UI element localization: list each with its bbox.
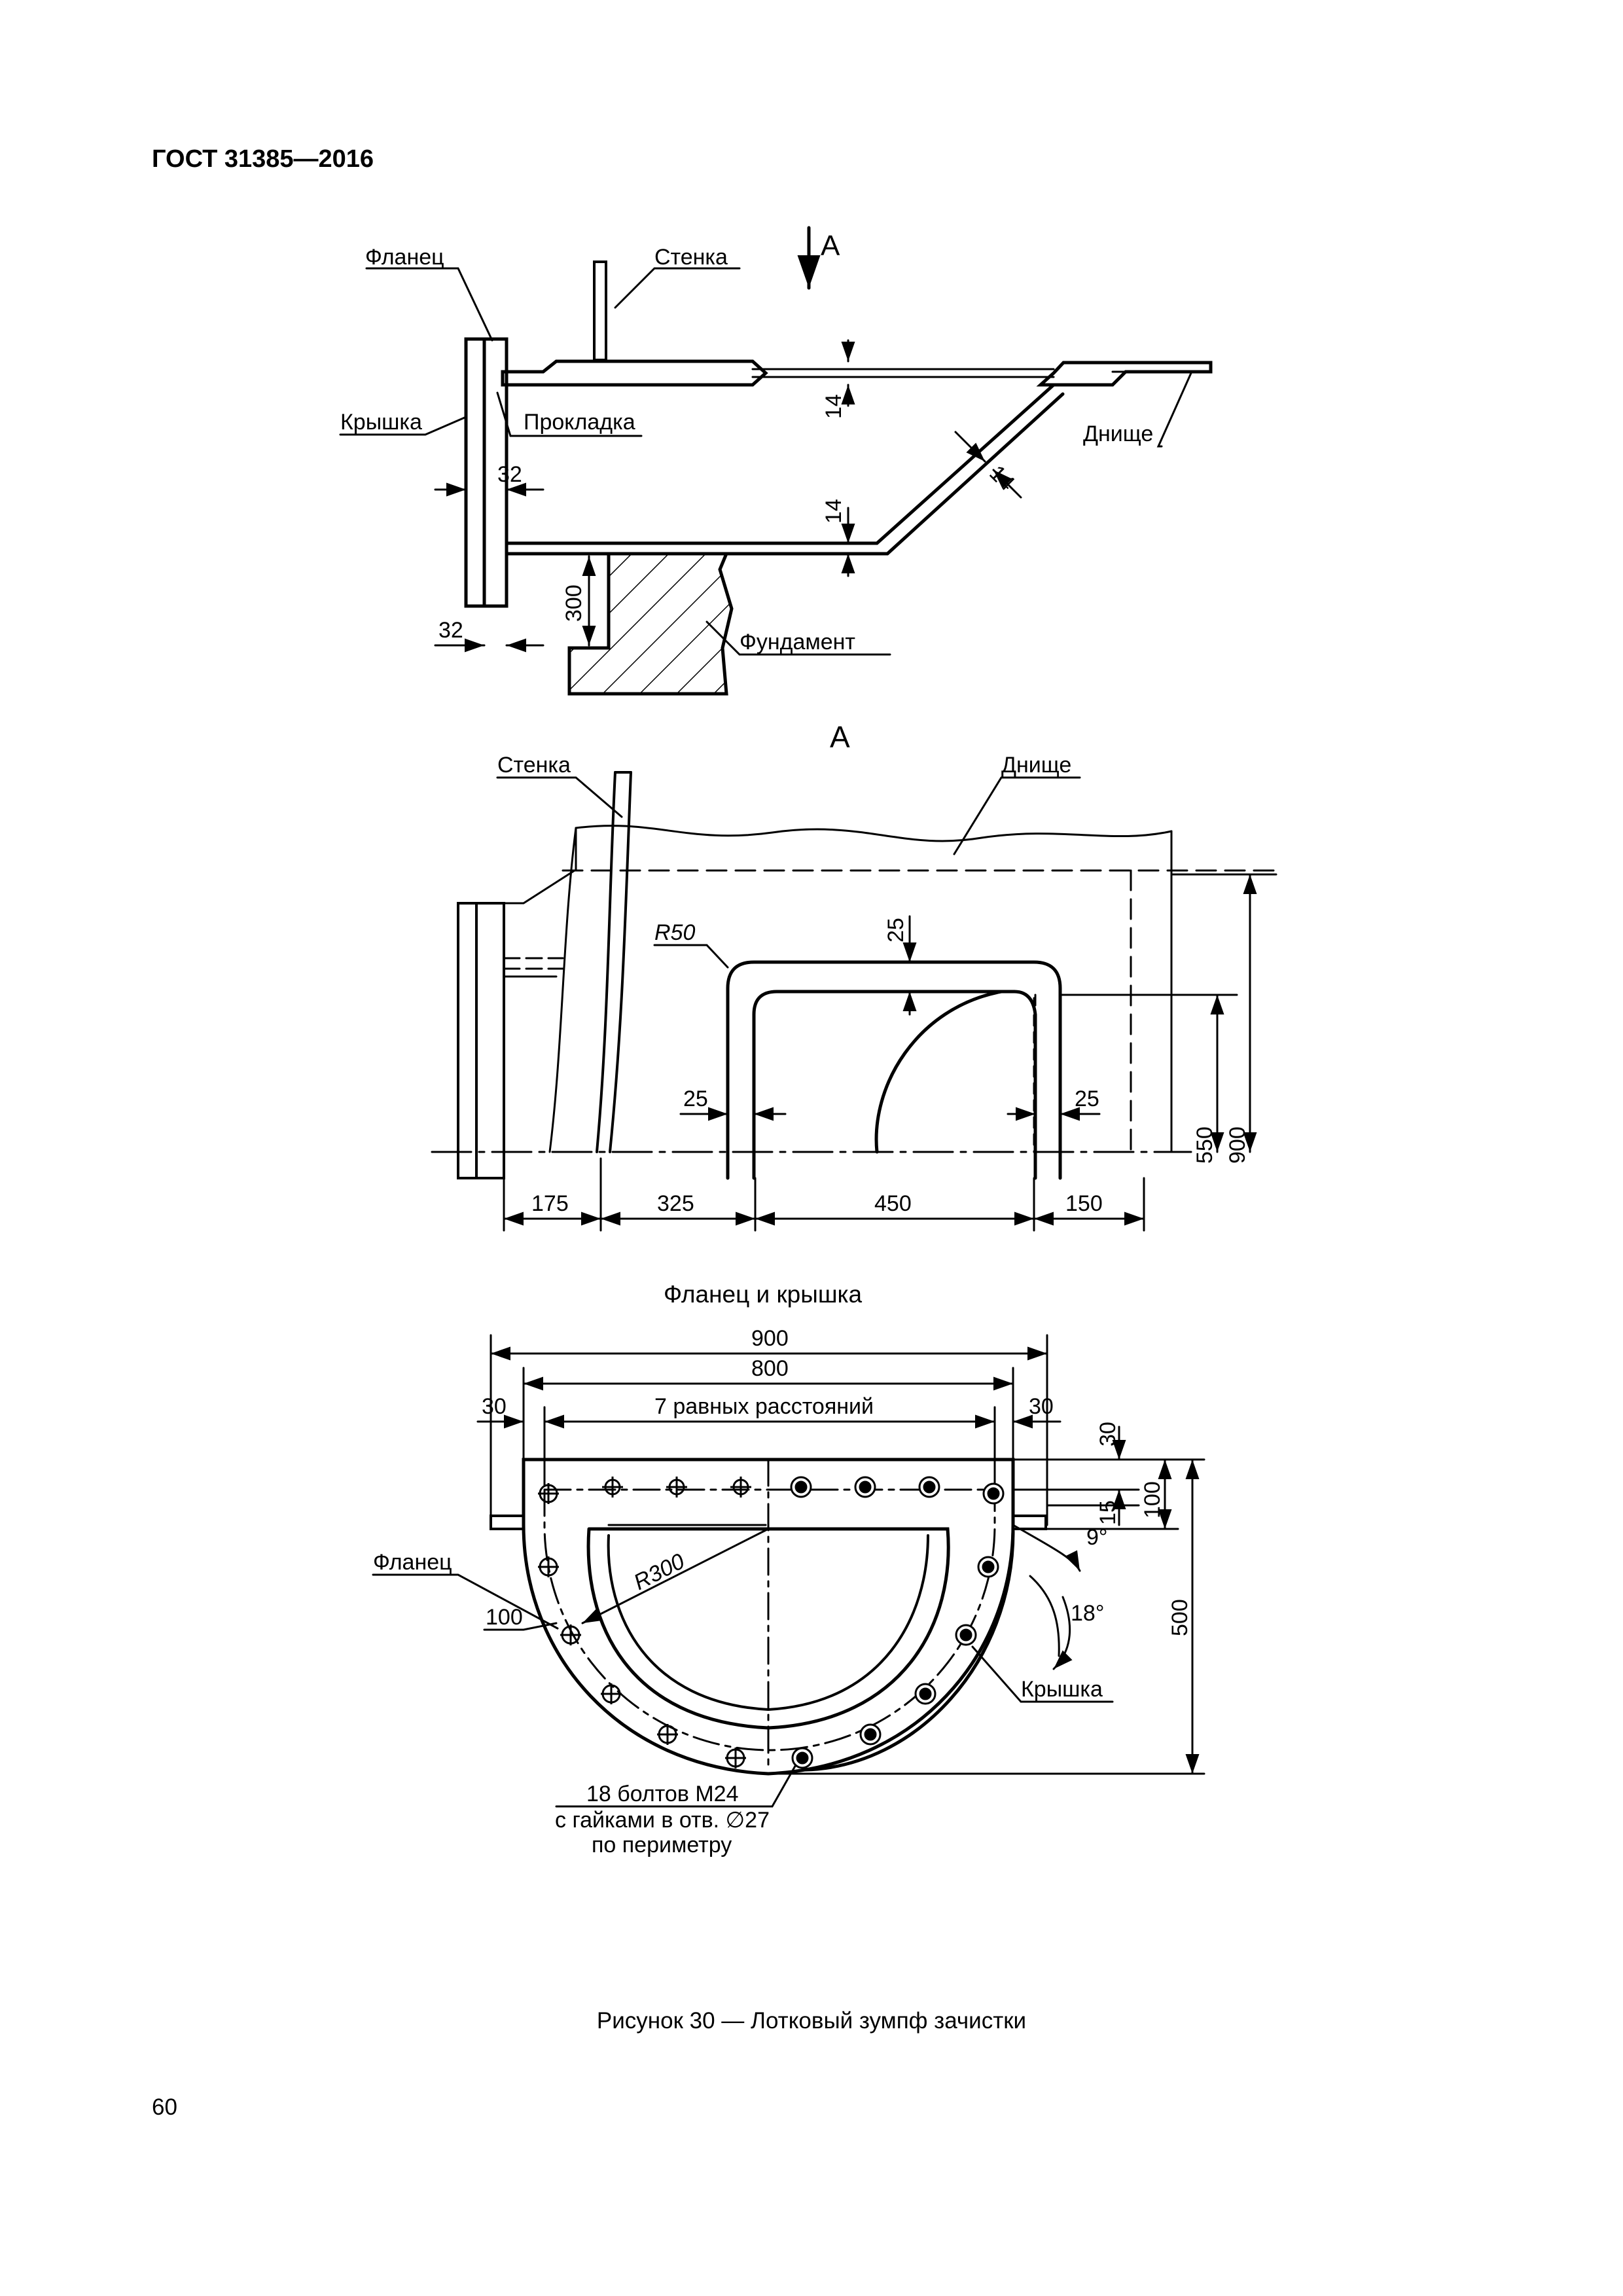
bolt-hole — [791, 1747, 813, 1769]
dim-900-flange: 900 — [751, 1326, 789, 1351]
top-bottom-plate — [501, 359, 768, 387]
bolt-hole — [560, 1624, 581, 1645]
dim-14-bottom: 14 — [821, 499, 846, 524]
view-a-title: A — [830, 720, 850, 754]
dim-25-right: 25 — [1075, 1086, 1099, 1111]
dim-450: 450 — [874, 1191, 912, 1216]
wall-plate — [593, 260, 607, 361]
bolt-hole — [854, 1476, 876, 1498]
bolt-hole — [790, 1476, 812, 1498]
angle-18: 18° — [1071, 1601, 1104, 1626]
bolt-hole — [666, 1477, 687, 1498]
view-a — [431, 771, 1277, 1232]
dim-25-top: 25 — [883, 918, 908, 942]
label-wall-a: Стенка — [497, 753, 571, 778]
label-wall: Стенка — [654, 245, 728, 270]
flange-cover-view — [372, 1334, 1205, 1808]
label-flange-2: Фланец — [373, 1550, 452, 1575]
bolt-note-line2: с гайками в отв. ∅27 — [555, 1808, 770, 1833]
dim-32-cover: 32 — [497, 462, 522, 487]
angle-9: 9° — [1086, 1525, 1108, 1550]
label-gasket: Прокладка — [524, 410, 635, 435]
bolt-note-line1: 18 болтов М24 — [586, 1782, 739, 1806]
flange-cover-labels: Фланец и крышка 900 800 7 равных расстоя… — [373, 1281, 1192, 1857]
cover-plate — [464, 337, 486, 608]
bolt-hole — [859, 1723, 882, 1746]
label-foundation: Фундамент — [740, 630, 855, 655]
label-bottom: Днище — [1083, 422, 1153, 446]
bolt-hole — [725, 1748, 746, 1768]
bolt-hole — [538, 1483, 559, 1504]
page-number: 60 — [152, 2094, 177, 2120]
dim-14-top: 14 — [821, 394, 846, 419]
dim-100: 100 — [486, 1605, 523, 1630]
dim-175: 175 — [531, 1191, 569, 1216]
flange-plate — [482, 337, 508, 608]
bolt-hole — [657, 1724, 678, 1745]
dim-30-left: 30 — [482, 1394, 507, 1419]
dim-30-right: 30 — [1029, 1394, 1054, 1419]
figure-caption: Рисунок 30 — Лотковый зумпф зачистки — [596, 2008, 1027, 2034]
bolt-hole — [602, 1477, 623, 1498]
dim-300: 300 — [562, 584, 586, 622]
dim-325: 325 — [657, 1191, 694, 1216]
dim-15: 15 — [1096, 1500, 1120, 1525]
bolt-hole — [955, 1624, 977, 1646]
sump-opening-outer — [726, 960, 1062, 1180]
dim-25-left: 25 — [683, 1086, 708, 1111]
bolt-hole — [982, 1482, 1005, 1505]
dim-550: 550 — [1192, 1126, 1217, 1164]
document-header: ГОСТ 31385—2016 — [152, 145, 374, 173]
dim-800: 800 — [751, 1356, 789, 1381]
bolt-note-line3: по периметру — [592, 1833, 732, 1857]
label-r50: R50 — [654, 920, 695, 945]
bolt-hole — [601, 1683, 622, 1704]
section-view — [339, 226, 1213, 696]
label-view-a-arrow: A — [821, 230, 840, 262]
label-flange: Фланец — [365, 245, 444, 270]
label-cover-2: Крышка — [1021, 1677, 1103, 1702]
section-labels: Фланец Стенка A Крышка Прокладка Днище Ф… — [340, 230, 1153, 655]
sump-opening-inner — [752, 990, 1037, 1180]
dim-900-a: 900 — [1225, 1126, 1250, 1164]
dim-equal-spacing: 7 равных расстояний — [654, 1394, 874, 1419]
dim-500: 500 — [1168, 1599, 1192, 1636]
bolt-hole — [538, 1556, 559, 1577]
flange-cover-title: Фланец и крышка — [664, 1281, 863, 1308]
bolt-hole — [918, 1476, 940, 1498]
view-a-labels: A Стенка Днище R50 25 25 25 550 900 175 … — [497, 720, 1250, 1216]
label-bottom-a: Днище — [1001, 753, 1071, 778]
label-r300: R300 — [630, 1549, 688, 1595]
label-cover: Крышка — [340, 410, 422, 435]
dim-100-vertical: 100 — [1140, 1481, 1165, 1518]
dim-150: 150 — [1065, 1191, 1103, 1216]
dim-30-vertical: 30 — [1096, 1422, 1120, 1446]
foundation — [563, 552, 734, 696]
dim-32-flange: 32 — [438, 618, 463, 643]
bolt-holes — [538, 1476, 1005, 1769]
bolt-hole — [914, 1683, 936, 1705]
bolt-hole — [977, 1556, 999, 1578]
bolt-hole — [730, 1477, 751, 1498]
